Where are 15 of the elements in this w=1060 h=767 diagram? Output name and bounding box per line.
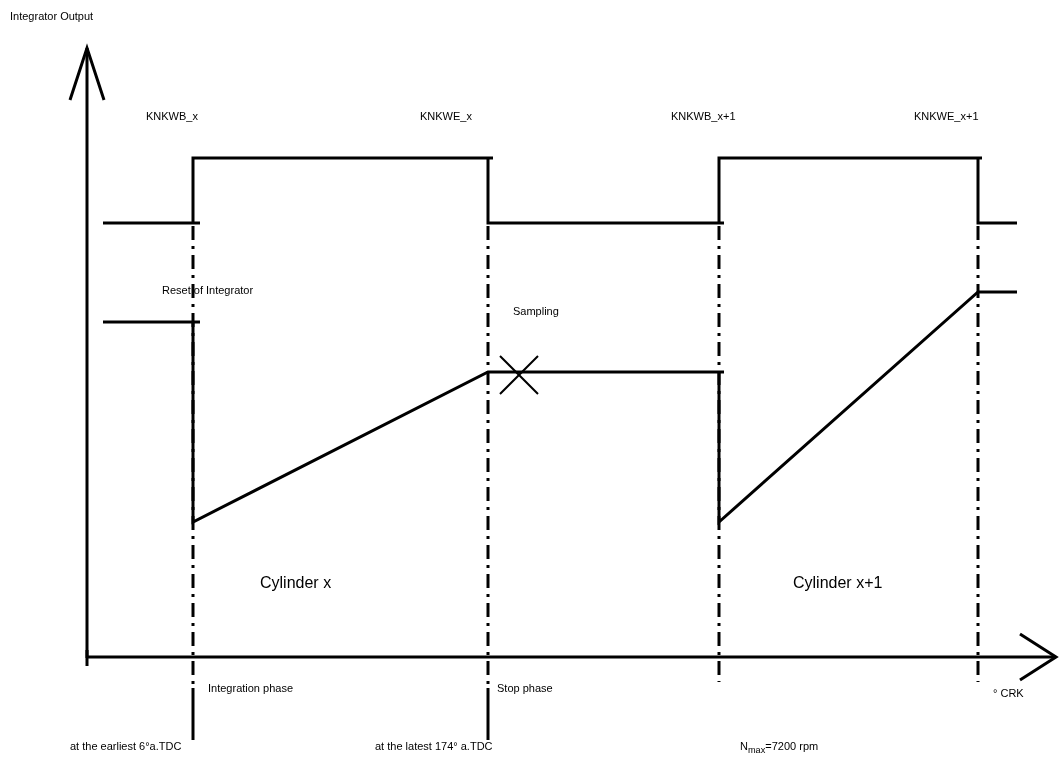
cylinder-label: Cylinder x+1 xyxy=(793,573,883,592)
phase-label: Integration phase xyxy=(208,682,293,695)
marker-label: KNKWE_x xyxy=(420,110,472,123)
angle-note: at the latest 174° a.TDC xyxy=(375,740,493,753)
annotation-label: Reset of Integrator xyxy=(162,284,254,297)
cylinder-label: Cylinder x xyxy=(260,573,332,592)
axis-label: Integrator Output xyxy=(10,10,94,23)
angle-note: at the earliest 6°a.TDC xyxy=(70,740,182,753)
marker-label: KNKWB_x xyxy=(146,110,198,123)
axis-label: ° CRK xyxy=(993,687,1024,700)
marker-label: KNKWE_x+1 xyxy=(914,110,979,123)
marker-label: KNKWB_x+1 xyxy=(671,110,736,123)
annotation-label: Sampling xyxy=(513,305,559,318)
speed-note: N$_{max}$=7200 rpm xyxy=(740,740,819,758)
phase-label: Stop phase xyxy=(497,682,553,695)
